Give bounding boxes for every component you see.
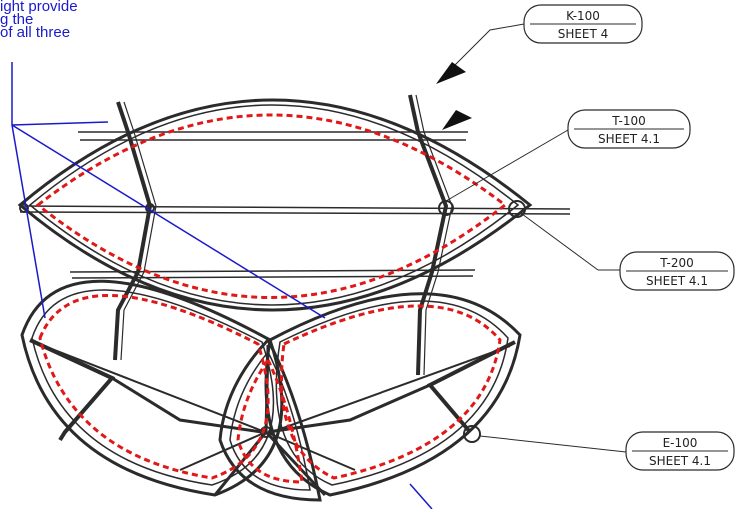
rail-low-2 [71, 275, 474, 279]
annotation-line-1: ight provide [0, 0, 78, 15]
lower-left-lens-outer [20, 279, 284, 497]
rail-mid-2 [19, 211, 571, 215]
lower-left-strut-2 [111, 376, 263, 434]
annotation-note: ight provide g the of all three [0, 0, 78, 41]
annotation-leaders [11, 62, 433, 509]
hub-spoke-1 [179, 431, 267, 471]
dashed-lower-left [38, 293, 270, 480]
left-strut [113, 101, 153, 361]
node-ring-t200 [508, 200, 526, 218]
leader-3 [11, 124, 46, 319]
leader-t100 [445, 129, 569, 202]
leader-bottom [409, 483, 433, 509]
leader-2 [11, 124, 326, 319]
lower-right-lens-outer [264, 292, 522, 497]
callout-t200: T-200 SHEET 4.1 [619, 251, 735, 291]
right-strut [408, 94, 449, 376]
callout-leaders [439, 23, 627, 453]
annotation-line-3: of all three [0, 24, 71, 41]
upper-lens-outer [17, 98, 533, 312]
dashed-outlines [35, 113, 508, 484]
dashed-upper-lens [35, 113, 508, 299]
callout-k100-sheet: SHEET 4 [558, 27, 609, 41]
arrowhead-k100-2 [442, 110, 472, 130]
lower-right-strut-2 [267, 383, 431, 434]
node-left-end [19, 203, 29, 213]
dashed-center [236, 357, 304, 484]
arrowhead-k100 [436, 62, 466, 84]
leader-1 [11, 121, 109, 126]
callout-k100: K-100 SHEET 4 [523, 4, 643, 44]
callout-e100-tag: E-100 [663, 436, 698, 450]
callout-t100: T-100 SHEET 4.1 [567, 109, 691, 149]
arrowheads [436, 62, 472, 130]
leader-k100 [439, 23, 525, 81]
callout-t100-tag: T-100 [611, 114, 645, 128]
callout-e100: E-100 SHEET 4.1 [625, 431, 735, 471]
upper-lens-inner [28, 104, 520, 306]
annotation-line-2: g the [0, 11, 34, 28]
node-ring-e100 [463, 425, 481, 443]
left-strut-inner [120, 101, 157, 361]
lower-right-rail [271, 345, 511, 433]
right-strut-inner [415, 94, 453, 376]
leader-e100 [479, 435, 627, 453]
callout-t200-sheet: SHEET 4.1 [646, 274, 708, 288]
callout-t200-tag: T-200 [659, 256, 693, 270]
callout-t100-sheet: SHEET 4.1 [598, 132, 660, 146]
callout-k100-tag: K-100 [566, 9, 600, 23]
hub-spoke-2 [265, 431, 356, 471]
hub-spoke-4 [264, 430, 327, 497]
lower-left-rail [33, 341, 266, 433]
rail-mid [19, 205, 571, 210]
center-lens-inner [229, 350, 311, 491]
lower-right-lens-inner [275, 300, 509, 486]
lower-left-strut [29, 338, 116, 442]
center-lens-outer [218, 337, 322, 502]
hub-node [260, 426, 272, 438]
callout-e100-sheet: SHEET 4.1 [649, 454, 711, 468]
leader-t200-b [521, 213, 599, 271]
